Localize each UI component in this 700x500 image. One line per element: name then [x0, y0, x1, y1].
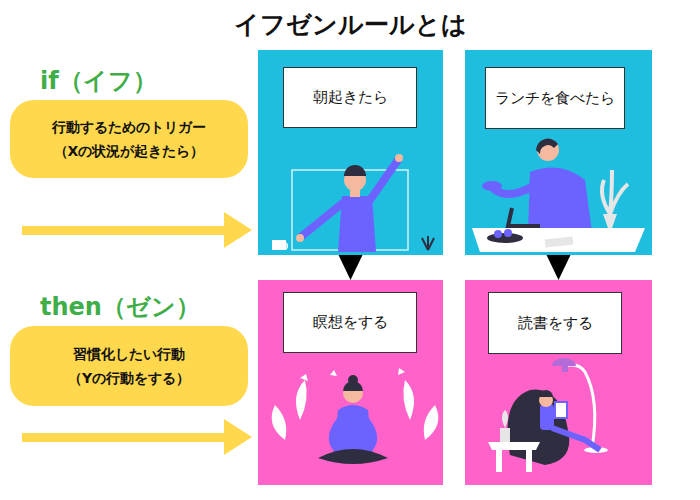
down-arrow [547, 255, 571, 280]
illustration-part [403, 380, 438, 440]
illustration-part [318, 449, 388, 464]
trigger-box: then（ゼン） 習慣化したい行動（Yの行動をする） [10, 292, 248, 406]
illustration-part [344, 165, 366, 176]
illustration-part [552, 428, 600, 450]
down-arrow [339, 255, 363, 280]
illustration-part [22, 226, 227, 235]
illustration-part [334, 405, 372, 450]
illustration-part [224, 212, 252, 248]
illustration-part [333, 420, 374, 452]
meditation-figure [272, 368, 439, 464]
diagram-title: イフゼンルールとは [0, 8, 700, 41]
illustration-part [508, 208, 540, 226]
illustration-part [602, 170, 628, 214]
illustration-part [528, 168, 592, 233]
illustration-part [504, 229, 512, 237]
illustration-part [302, 202, 344, 236]
illustration-part [496, 450, 502, 472]
illustration-part [502, 410, 508, 428]
illustration-part [472, 228, 645, 252]
stretch-figure [272, 154, 434, 252]
box-text: 行動するためのトリガー [52, 115, 206, 139]
illustration-part [224, 419, 252, 455]
side-heading: then（ゼン） [10, 292, 248, 322]
yellow-box: 習慣化したい行動（Yの行動をする） [10, 326, 248, 406]
illustration-part [350, 188, 360, 197]
trigger-box: if（イフ） 行動するためのトリガー（Xの状況が起きたら） [10, 66, 248, 178]
illustration-part [422, 236, 434, 250]
illustration-part [540, 404, 554, 430]
scene-label: 読書をする [518, 314, 593, 333]
illustration-part [500, 428, 510, 442]
illustration-part [370, 160, 398, 200]
illustration-part [545, 237, 574, 248]
illustration-part [562, 366, 568, 372]
scene-label: ランチを食べたら [495, 89, 615, 108]
box-text: （Yの行動をする） [68, 366, 190, 390]
yellow-arrow [22, 212, 252, 455]
illustration-part [488, 442, 540, 450]
illustration-part [526, 450, 532, 472]
illustration-part [296, 234, 304, 242]
scene-label: 朝起きたら [313, 88, 388, 107]
illustration-part [22, 433, 227, 442]
label-box: ランチを食べたら [485, 67, 625, 129]
illustration-part [286, 243, 287, 249]
side-heading: if（イフ） [10, 66, 248, 96]
scene-label: 瞑想をする [313, 313, 388, 332]
box-text: 習慣化したい行動 [73, 342, 185, 366]
illustration-part [395, 154, 403, 162]
illustration-part [494, 230, 502, 238]
illustration-part [555, 402, 567, 418]
reading-figure [488, 358, 608, 472]
illustration-part [536, 139, 558, 154]
box-text: （Xの状況が起きたら） [54, 139, 205, 163]
illustration-part [537, 139, 559, 161]
illustration-part [603, 214, 617, 228]
label-box: 朝起きたら [283, 67, 417, 128]
illustration-part [482, 181, 502, 191]
illustration-part [272, 380, 307, 440]
label-box: 瞑想をする [283, 292, 417, 353]
illustration-part [552, 358, 576, 366]
label-box: 読書をする [488, 292, 622, 354]
lunch-figure [472, 139, 645, 252]
illustration-part [272, 240, 286, 250]
yellow-box: 行動するためのトリガー（Xの状況が起きたら） [10, 100, 248, 178]
illustration-part [539, 390, 553, 397]
illustration-part [348, 375, 358, 385]
illustration-part [508, 390, 570, 466]
